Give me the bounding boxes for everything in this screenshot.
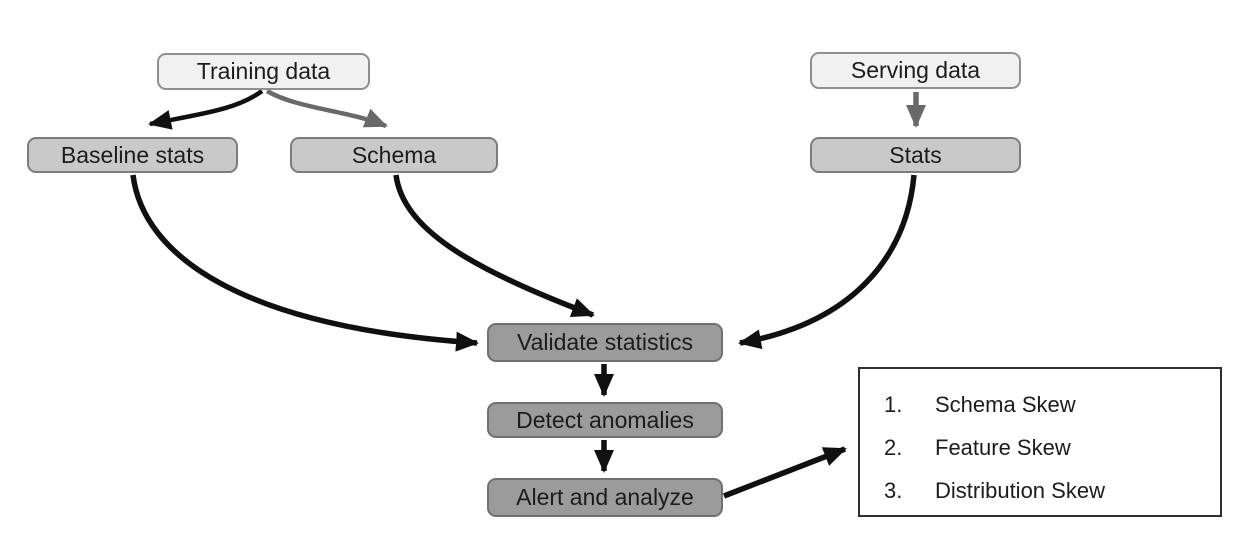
arrow-baseline-stats-to-validate (130, 174, 479, 352)
node-training-data: Training data (157, 53, 370, 90)
node-label: Schema (351, 141, 437, 168)
list-item: 2. Feature Skew (884, 426, 1210, 469)
node-label: Stats (889, 141, 942, 168)
node-label: Detect anomalies (516, 406, 694, 433)
node-schema: Schema (290, 137, 498, 173)
list-item-label: Distribution Skew (935, 477, 1105, 503)
node-baseline-stats: Baseline stats (27, 137, 238, 173)
arrow-schema-to-validate (393, 174, 595, 318)
node-validate-statistics: Validate statistics (487, 323, 723, 362)
skew-types-panel: 1. Schema Skew 2. Feature Skew 3. Distri… (858, 367, 1222, 517)
list-item-label: Schema Skew (935, 391, 1076, 417)
node-label: Serving data (850, 57, 981, 83)
arrow-alert-to-skew-panel (723, 446, 847, 499)
list-item-number: 3. (884, 477, 903, 503)
node-label: Alert and analyze (516, 484, 694, 510)
node-label: Validate statistics (517, 329, 693, 355)
node-label: Baseline stats (60, 141, 205, 168)
node-alert-and-analyze: Alert and analyze (487, 478, 723, 517)
node-serving-data: Serving data (810, 52, 1021, 89)
list-item-number: 1. (884, 391, 903, 417)
arrow-stats-to-validate (738, 174, 917, 350)
arrow-training-to-baseline-stats (148, 89, 264, 130)
list-item: 1. Schema Skew (884, 383, 1210, 426)
arrow-training-to-schema (265, 89, 388, 129)
list-item-number: 2. (884, 434, 903, 460)
node-stats: Stats (810, 137, 1021, 173)
list-item: 3. Distribution Skew (884, 469, 1210, 512)
node-label: Training data (196, 58, 331, 84)
list-item-label: Feature Skew (935, 434, 1071, 460)
node-detect-anomalies: Detect anomalies (487, 402, 723, 438)
